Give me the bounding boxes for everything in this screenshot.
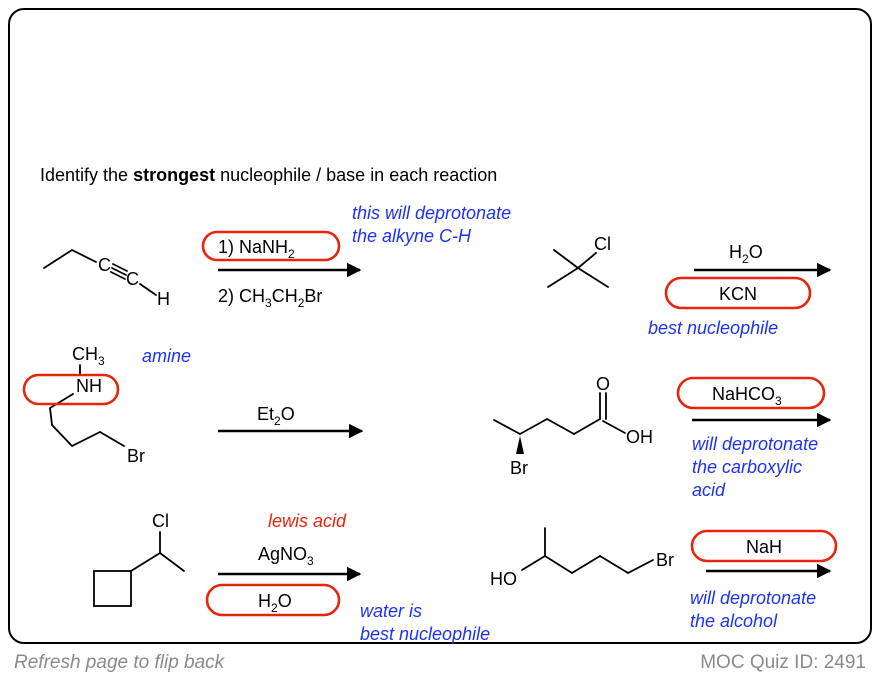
reaction-1-butyne: C C H 1) NaNH2 2) CH3CH2Br this will dep… [43, 203, 511, 310]
note-line-1: will deprotonate [690, 588, 816, 608]
svg-text:Cl: Cl [152, 511, 169, 531]
note-line-1: will deprotonate [692, 434, 818, 454]
butyne-structure: C C H [43, 249, 170, 309]
reagent-highlight [205, 583, 341, 617]
methyl-group: CH3 [72, 344, 105, 368]
refresh-hint: Refresh page to flip back [14, 652, 225, 673]
chloroethyl-cyclobutane-structure: Cl [93, 511, 185, 607]
svg-text:H: H [157, 289, 170, 309]
reagent-water-circled: H2O [258, 591, 292, 615]
reaction-2-tert-butyl-chloride: Cl H2O KCN best nucleophile [547, 234, 832, 338]
reagent-ethyl-bromide: 2) CH3CH2Br [218, 286, 322, 310]
reagent-water: H2O [729, 242, 763, 266]
quiz-id: MOC Quiz ID: 2491 [700, 652, 866, 673]
note-line-2: the alcohol [690, 611, 778, 631]
svg-text:NH: NH [76, 376, 102, 396]
reaction-3-amine: CH3 NH Br amine Et2O [22, 344, 364, 466]
question-prompt: Identify the strongest nucleophile / bas… [40, 165, 497, 185]
svg-text:Br: Br [127, 446, 145, 466]
svg-text:C: C [98, 255, 111, 275]
note-line-2: best nucleophile [360, 624, 490, 644]
nucleophile-highlight [22, 373, 120, 406]
note-amine: amine [142, 346, 191, 366]
bromopentanol-structure: HO Br [490, 527, 674, 589]
solvent-ether: Et2O [257, 404, 295, 428]
reaction-5-cyclobutyl-chloride: Cl lewis acid AgNO3 H2O water is best nu… [93, 511, 490, 644]
reagent-highlight [676, 376, 826, 410]
note-lewis-acid: lewis acid [268, 511, 347, 531]
svg-text:Br: Br [510, 458, 528, 478]
reagent-nahco3: NaHCO3 [712, 384, 782, 408]
reaction-4-carboxylic-acid: O OH Br NaHCO3 will deprotonate the carb… [493, 374, 832, 500]
reagent-nanh2: 1) NaNH2 [218, 237, 295, 261]
reagent-highlight [664, 276, 812, 310]
bromopentanoic-acid-structure: O OH Br [493, 374, 653, 478]
svg-text:Br: Br [656, 550, 674, 570]
note-best-nucleophile: best nucleophile [648, 318, 778, 338]
reagent-highlight [690, 529, 838, 563]
reagent-agno3: AgNO3 [258, 544, 314, 568]
quiz-card[interactable] [8, 8, 872, 644]
svg-text:O: O [596, 374, 610, 394]
svg-text:HO: HO [490, 569, 517, 589]
note-line-3: acid [692, 480, 726, 500]
note-line-2: the alkyne C-H [352, 226, 472, 246]
reaction-6-alcohol: HO Br NaH will deprotonate the alcohol [490, 527, 838, 631]
amine-structure: CH3 NH Br [49, 344, 145, 466]
note-line-2: the carboxylic [692, 457, 802, 477]
reagent-kcn: KCN [719, 284, 757, 304]
note-line-1: this will deprotonate [352, 203, 511, 223]
tert-butyl-chloride-structure: Cl [547, 234, 611, 288]
reagent-nah: NaH [746, 537, 782, 557]
svg-text:Cl: Cl [594, 234, 611, 254]
svg-text:OH: OH [626, 427, 653, 447]
reagent-highlight [201, 230, 341, 262]
svg-text:C: C [126, 269, 139, 289]
note-line-1: water is [360, 601, 422, 621]
